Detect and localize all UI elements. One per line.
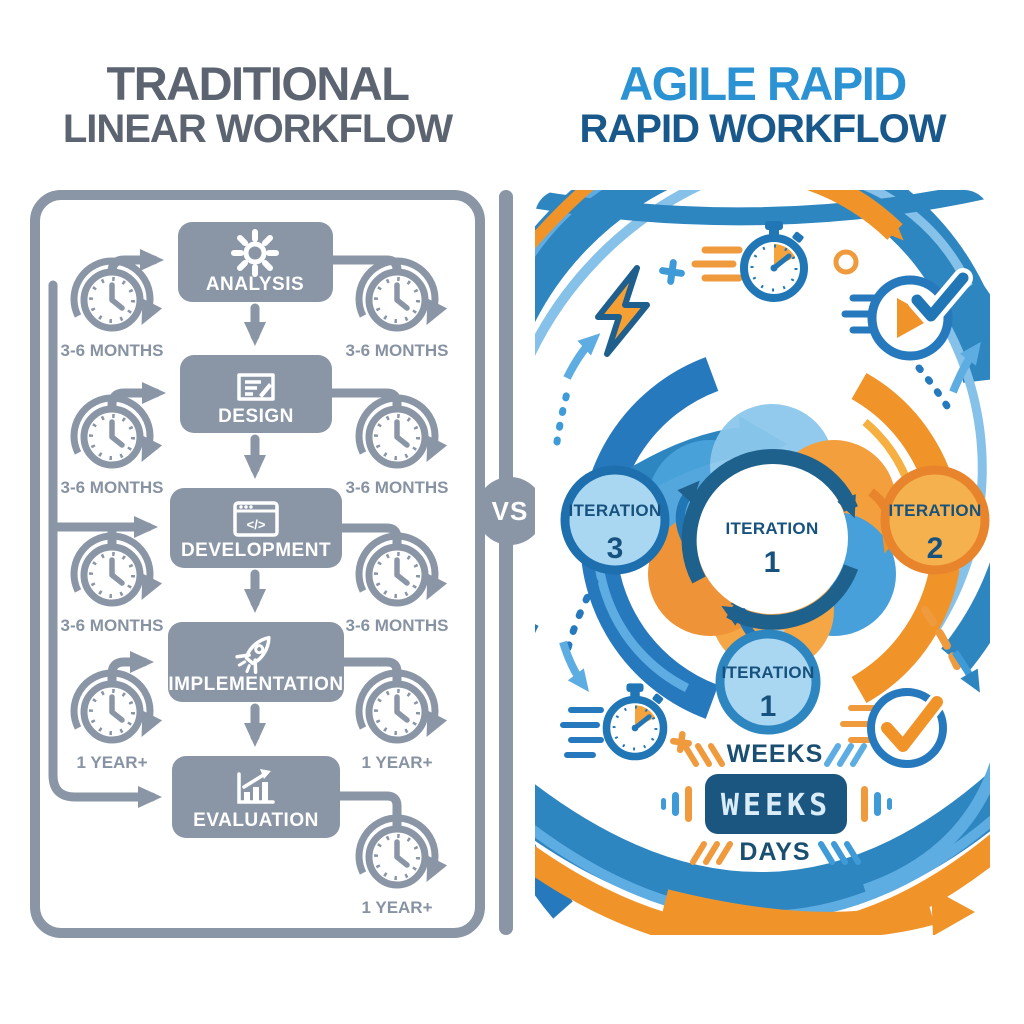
iteration-circle-left: ITERATION 3 (560, 465, 670, 575)
iteration-number: 1 (764, 546, 781, 579)
up-arrow (949, 341, 981, 394)
speed-lines (560, 707, 604, 758)
plus-icon (659, 259, 685, 285)
up-arrow (563, 333, 601, 380)
clock-icon (359, 398, 435, 465)
clock-label: 3-6 MONTHS (61, 341, 164, 360)
iteration-word: ITERATION (725, 519, 818, 538)
slash-marks (682, 743, 725, 767)
digital-display-value: WEEKS (721, 788, 831, 823)
clock-icon (359, 261, 435, 328)
down-arrow (559, 640, 589, 693)
checkmark-icon (881, 696, 943, 752)
decorative-arc (535, 190, 856, 521)
agile-title-line2: RAPID WORKFLOW (579, 106, 947, 151)
play-icon (897, 298, 933, 338)
iteration-circle-center: ITERATION 1 (681, 448, 859, 630)
clock-label: 1 YEAR+ (76, 753, 147, 772)
vs-badge-label: VS (491, 495, 529, 526)
clock-icon (359, 818, 435, 885)
bottom-orange-arrow (661, 889, 935, 935)
dotted-line (915, 364, 951, 410)
iteration-number: 1 (760, 690, 777, 723)
stage-box-analysis: ANALYSIS (178, 222, 333, 302)
check-circle-icon (840, 688, 947, 768)
decorative-arc (863, 758, 990, 896)
stopwatch-icon (691, 221, 804, 298)
agile-panel: ITERATION 1 ITERATION 3 ITERATION 2 ITER… (535, 190, 990, 935)
traditional-panel-border (30, 190, 485, 938)
stage-box-design: DESIGN (180, 355, 332, 433)
clock-icon (74, 673, 150, 740)
iteration-number: 3 (607, 532, 624, 565)
stage-box-development: DEVELOPMENT (170, 488, 342, 568)
clock-label: 1 YEAR+ (361, 753, 432, 772)
stage-label: DEVELOPMENT (181, 540, 331, 561)
agile-title: AGILE RAPID RAPID WORKFLOW (535, 57, 990, 151)
slash-marks (818, 841, 861, 865)
ring-icon (833, 249, 859, 275)
dashed-line (921, 606, 961, 670)
iteration-word: ITERATION (568, 501, 661, 520)
decorative-arc (535, 190, 990, 226)
clock-icon (359, 536, 435, 603)
check-play-icon (841, 268, 973, 361)
stage-box-implementation: IMPLEMENTATION (168, 622, 344, 702)
clock-label: 1 YEAR+ (361, 898, 432, 917)
days-label-row: DAYS (690, 838, 861, 866)
clock-icon (74, 398, 150, 465)
clock-label: 3-6 MONTHS (61, 478, 164, 497)
clock-icon (74, 536, 150, 603)
weeks-label-row: WEEKS (682, 740, 867, 768)
clock-label: 3-6 MONTHS (346, 478, 449, 497)
iteration-word: ITERATION (721, 663, 814, 682)
iteration-circle-bottom: ITERATION 1 (715, 629, 821, 735)
lightning-icon (595, 265, 650, 357)
agile-title-line1: AGILE RAPID (619, 57, 907, 110)
clock-label: 3-6 MONTHS (346, 616, 449, 635)
clock-icon (74, 261, 150, 328)
orange-arrow (682, 190, 904, 241)
feedback-loop-line (48, 280, 162, 808)
traditional-title: TRADITIONAL LINEAR WORKFLOW (30, 57, 485, 151)
digital-display: WEEKS (661, 774, 892, 834)
clock-label: 3-6 MONTHS (61, 616, 164, 635)
stopwatch-icon (560, 683, 664, 758)
dashed-line (553, 382, 573, 446)
down-arrow (952, 650, 980, 693)
days-label: DAYS (739, 838, 810, 866)
vs-badge: VS (476, 477, 544, 545)
iteration-circle-right: ITERATION 2 (880, 465, 990, 575)
slash-marks (690, 841, 733, 865)
stage-label: IMPLEMENTATION (168, 674, 343, 695)
traditional-panel: </> (30, 190, 485, 938)
checkmark-icon (911, 272, 969, 322)
traditional-title-line2: LINEAR WORKFLOW (62, 106, 453, 151)
stage-label: EVALUATION (193, 810, 319, 831)
decorative-arc (535, 190, 605, 260)
connector-line (335, 791, 402, 843)
decorative-arc (535, 820, 990, 935)
cycle-ring-arrow (681, 448, 858, 584)
stage-label: ANALYSIS (206, 274, 304, 295)
stage-box-evaluation: EVALUATION (172, 756, 340, 838)
bottom-orange-arrow-head (931, 888, 975, 935)
decorative-arc (941, 279, 990, 672)
iteration-word: ITERATION (888, 501, 981, 520)
weeks-label: WEEKS (727, 740, 824, 768)
decorative-arc (535, 190, 806, 471)
dashed-line (563, 578, 599, 656)
clock-label: 3-6 MONTHS (346, 341, 449, 360)
speed-lines (691, 246, 743, 282)
cycle-ring-arrow (721, 564, 859, 630)
divider-bar (499, 190, 513, 935)
slash-marks (824, 743, 867, 767)
iteration-number: 2 (927, 532, 944, 565)
traditional-title-line1: TRADITIONAL (106, 57, 410, 110)
clock-icon (359, 673, 435, 740)
stage-label: DESIGN (218, 406, 294, 427)
